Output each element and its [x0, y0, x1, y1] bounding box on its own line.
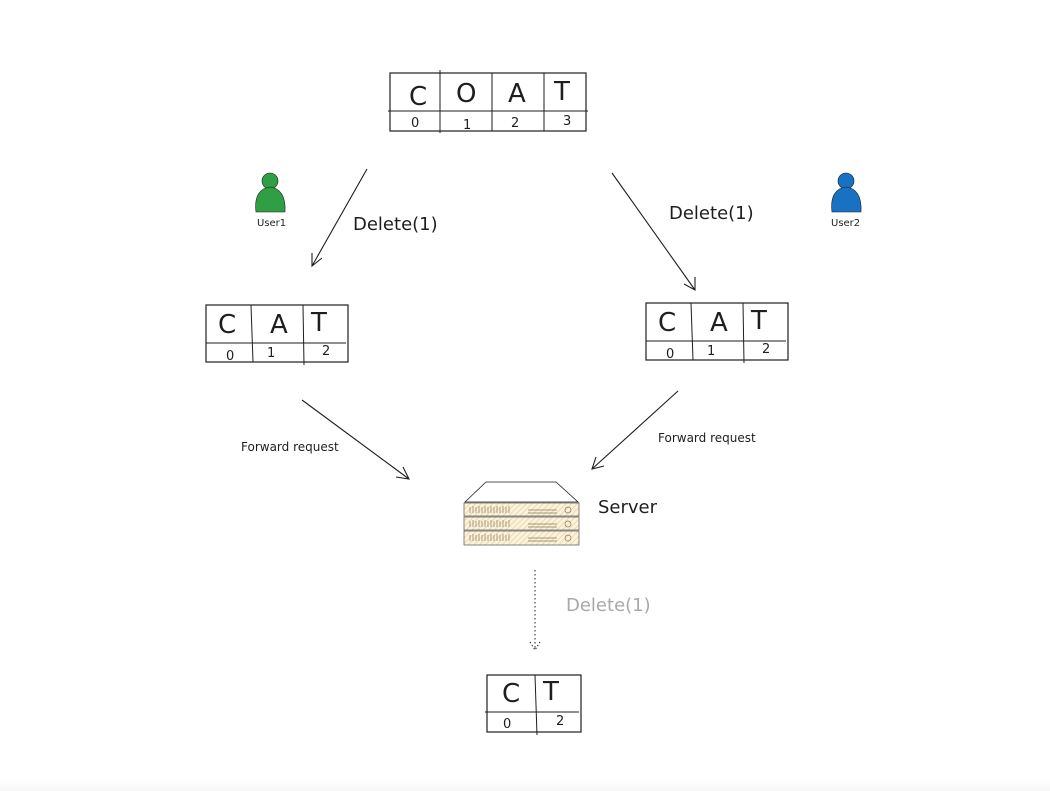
- user1-person-icon: [255, 172, 286, 213]
- array-index: 3: [563, 114, 571, 129]
- array-index: 0: [503, 717, 511, 732]
- user2-person-icon: [831, 172, 862, 213]
- array-index: 0: [411, 116, 419, 131]
- array-border: [486, 674, 582, 733]
- user1: User1: [255, 172, 286, 229]
- array-index: 1: [267, 346, 275, 361]
- array-index: 2: [762, 342, 770, 357]
- array-border: [205, 304, 349, 363]
- user1-local-array: C A T 0 1 2: [205, 304, 349, 366]
- server-broadcast-arrow: [529, 570, 541, 651]
- array-char: T: [310, 308, 327, 338]
- user2: User2: [831, 172, 862, 229]
- forward-arrow-left: [301, 399, 410, 480]
- cell-separator: [690, 302, 694, 361]
- array-char: C: [502, 679, 520, 709]
- cell-separator: [534, 674, 538, 736]
- server-operation-label: Delete(1): [566, 595, 651, 616]
- server-icon: [463, 481, 580, 546]
- array-char: T: [542, 677, 559, 707]
- array-index: 2: [556, 714, 564, 729]
- array-char: A: [270, 310, 288, 340]
- user1-operation-label: Delete(1): [353, 214, 438, 235]
- array-index: 0: [226, 349, 234, 364]
- array-char: T: [750, 306, 767, 336]
- array-char: C: [658, 308, 676, 338]
- user2-delete-arrow: [611, 172, 696, 291]
- array-index: 2: [511, 116, 519, 131]
- forward-label-left: Forward request: [241, 440, 339, 454]
- cell-separator: [250, 304, 254, 363]
- server-label: Server: [598, 497, 658, 518]
- user2-operation-label: Delete(1): [669, 203, 754, 224]
- array-border: [389, 72, 587, 132]
- array-char: C: [409, 82, 427, 112]
- array-index: 1: [707, 344, 715, 359]
- user1-delete-arrow: [311, 168, 368, 268]
- cell-separator: [302, 304, 305, 366]
- forward-label-right: Forward request: [658, 431, 756, 445]
- array-char: T: [553, 77, 570, 107]
- array-char: O: [456, 79, 476, 109]
- final-array: C T 0 2: [485, 674, 582, 736]
- array-index: 0: [666, 347, 674, 362]
- array-index: 1: [463, 118, 471, 133]
- cell-separator: [742, 302, 745, 364]
- user2-label: User2: [831, 218, 860, 229]
- user2-local-array: C A T 0 1 2: [645, 302, 789, 364]
- array-char: C: [218, 310, 236, 340]
- initial-array: C O A T 0 1 2 3: [388, 70, 588, 133]
- user1-label: User1: [257, 218, 286, 229]
- bottom-edge: [0, 778, 1050, 791]
- array-index: 2: [322, 344, 330, 359]
- forward-arrow-right: [591, 390, 679, 470]
- array-char: A: [710, 308, 728, 338]
- array-char: A: [508, 79, 526, 109]
- array-border: [645, 302, 789, 361]
